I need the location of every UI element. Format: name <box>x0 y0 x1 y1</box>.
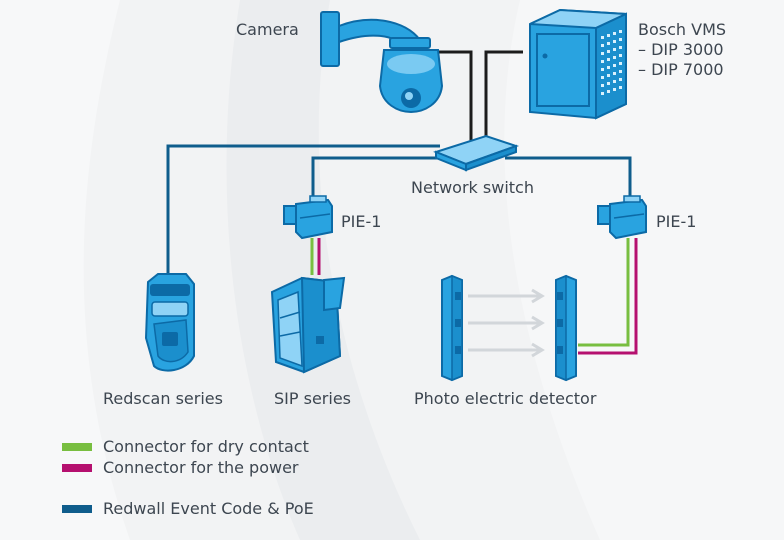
pie-left-label: PIE-1 <box>341 212 382 231</box>
network-switch-icon <box>433 134 520 172</box>
photo-beams <box>468 288 545 358</box>
legend-label: Connector for the power <box>103 458 299 477</box>
legend-swatch-green <box>62 442 92 451</box>
wire-dry-contact-receiver <box>578 238 630 347</box>
legend-item-poe: Redwall Event Code & PoE <box>62 499 314 518</box>
legend-label: Connector for dry contact <box>103 437 309 456</box>
vms-label-line2: – DIP 3000 <box>638 40 724 59</box>
pie-module-icon <box>283 195 333 240</box>
vms-label-line3: – DIP 7000 <box>638 60 724 79</box>
sip-label: SIP series <box>274 389 351 408</box>
photo-detector-label: Photo electric detector <box>414 389 597 408</box>
sip-sensor-icon <box>270 276 346 374</box>
legend-swatch-blue <box>62 504 92 513</box>
legend-label: Redwall Event Code & PoE <box>103 499 314 518</box>
vms-label-line1: Bosch VMS <box>638 20 727 39</box>
photo-beam-receiver-icon <box>555 274 577 382</box>
pie-right-label: PIE-1 <box>656 212 697 231</box>
legend-item-power: Connector for the power <box>62 458 299 477</box>
pie-module-icon <box>597 195 647 240</box>
photo-beam-transmitter-icon <box>441 274 463 382</box>
wire-switch-redscan <box>166 144 440 275</box>
legend-item-dry-contact: Connector for dry contact <box>62 437 309 456</box>
camera-icon <box>320 11 444 114</box>
wire-camera-switch <box>428 50 473 142</box>
redscan-label: Redscan series <box>103 389 223 408</box>
wire-vms-switch <box>484 50 523 142</box>
wire-switch-pie-left <box>311 156 440 205</box>
server-icon <box>529 8 627 120</box>
wire-power-receiver <box>578 238 638 355</box>
network-switch-label: Network switch <box>411 178 534 197</box>
wire-switch-pie-right <box>505 156 632 205</box>
legend-swatch-magenta <box>62 463 92 472</box>
camera-label: Camera <box>236 20 299 39</box>
redscan-sensor-icon <box>144 273 195 372</box>
